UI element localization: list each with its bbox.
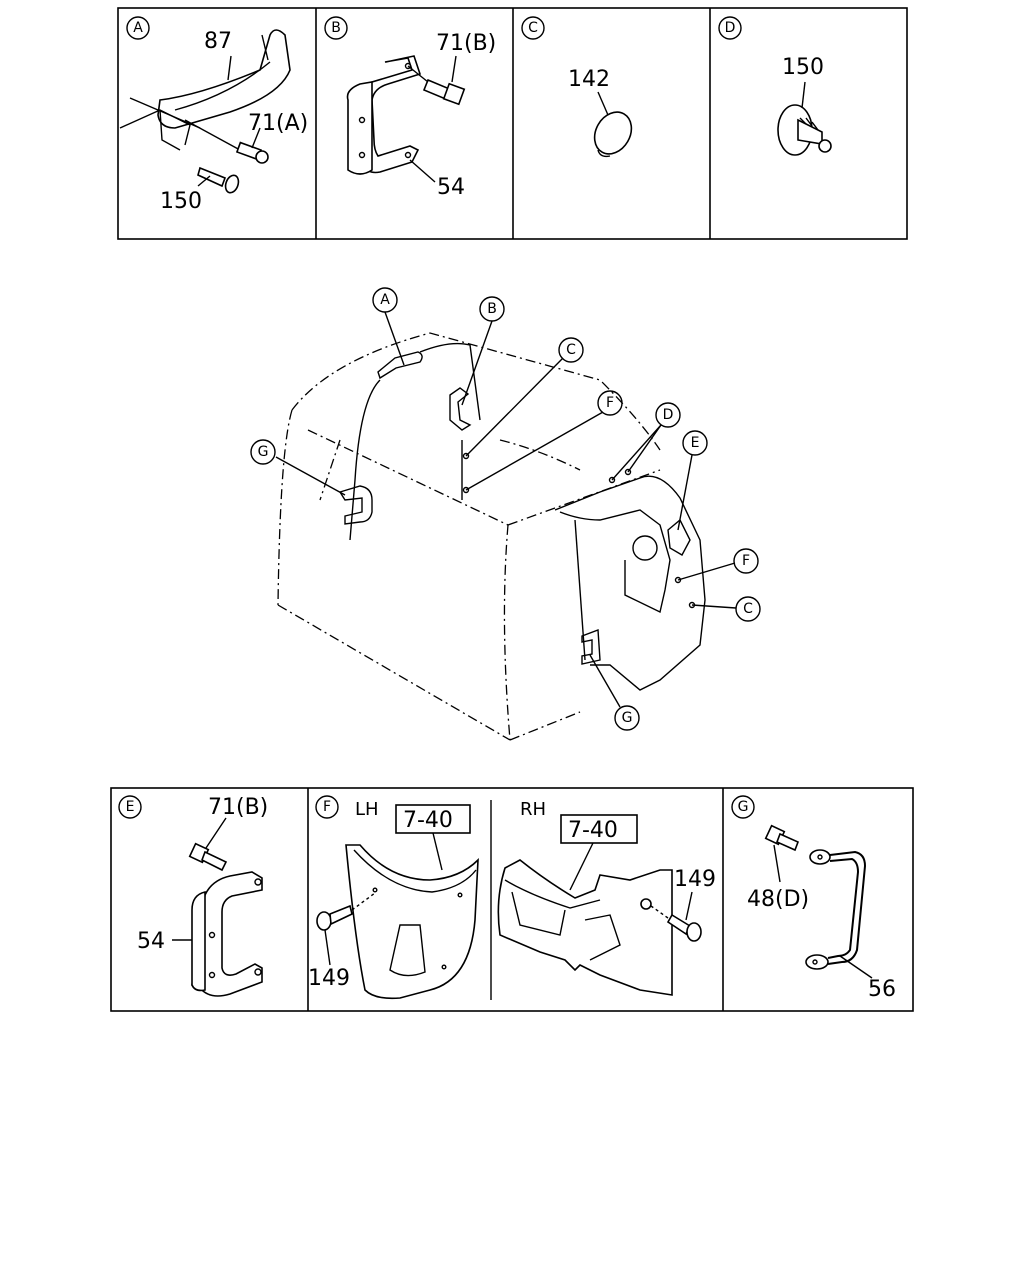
handle-b-location <box>449 387 472 431</box>
callout-e: E <box>691 435 700 451</box>
callout-a: A <box>380 292 390 308</box>
panel-g-label-56: 56 <box>868 977 896 1002</box>
panel-b-label-71b: 71(B) <box>436 31 496 56</box>
panel-b: B 71(B) 54 <box>324 16 496 200</box>
panel-g-letter: G <box>738 799 749 815</box>
panel-c-letter: C <box>528 20 538 36</box>
bottom-panel-frame <box>110 787 914 1012</box>
panel-a-label-87: 87 <box>204 29 232 54</box>
panel-f: F LH RH 7-40 149 7-40 14 <box>308 795 716 1000</box>
bracket-54-e <box>191 871 263 997</box>
panel-a-marker <box>126 16 150 40</box>
callout-g-right: G <box>622 710 633 726</box>
callout-c-top: C <box>566 342 576 358</box>
panel-e-label-71b: 71(B) <box>208 795 268 820</box>
panel-d-letter: D <box>725 20 736 36</box>
grab-bar-56 <box>809 849 831 865</box>
panel-c-label-142: 142 <box>568 67 610 92</box>
trim-panel-lh <box>345 844 479 1000</box>
callout-c-right: C <box>743 601 753 617</box>
panel-a-label-150: 150 <box>160 189 202 214</box>
panel-c: C 142 <box>521 16 633 158</box>
plug-142 <box>593 111 633 155</box>
callout-g-left: G <box>258 444 269 460</box>
panel-e-letter: E <box>126 799 135 815</box>
ref-box-rh <box>560 814 638 844</box>
panel-f-screw-rh: 149 <box>674 867 716 892</box>
panel-d-label-150: 150 <box>782 55 824 80</box>
panel-d: D 150 <box>718 16 832 156</box>
callout-f-right: F <box>742 553 750 569</box>
panel-e: E 71(B) 54 <box>118 795 268 997</box>
top-panel-row <box>117 7 908 240</box>
panel-a-label-71a: 71(A) <box>248 111 308 136</box>
panel-b-label-54: 54 <box>437 175 465 200</box>
panel-g-label-48d: 48(D) <box>747 887 809 912</box>
handle-e-location <box>667 518 691 556</box>
panel-f-screw-lh: 149 <box>308 966 350 991</box>
callout-b: B <box>487 301 497 317</box>
callout-f-top: F <box>606 395 614 411</box>
panel-f-letter: F <box>323 799 331 815</box>
bottom-panel-row <box>110 787 914 1012</box>
panel-a: A 87 71(A) 150 <box>119 16 308 214</box>
callout-d: D <box>663 407 674 423</box>
panel-a-letter: A <box>133 20 143 36</box>
trim-panel-rh <box>497 859 673 996</box>
panel-f-ref-lh: 7-40 <box>403 808 453 833</box>
panel-b-letter: B <box>331 20 341 36</box>
handle-g-left-location <box>338 485 373 525</box>
cab-roof-outline <box>291 332 661 451</box>
handle-a-location <box>377 351 423 380</box>
panel-f-lh-label: LH <box>355 799 379 820</box>
screw-149-rh <box>686 922 702 942</box>
panel-f-ref-rh: 7-40 <box>568 818 618 843</box>
grab-handle-87 <box>157 29 291 129</box>
cab-main-view: A B C F D E G F C G <box>250 287 761 741</box>
panel-g: G 48(D) 56 <box>731 795 896 1002</box>
panel-f-rh-label: RH <box>520 799 546 820</box>
handle-g-right-location <box>581 629 601 665</box>
panel-e-label-54: 54 <box>137 929 165 954</box>
screw-149-lh <box>316 911 332 931</box>
